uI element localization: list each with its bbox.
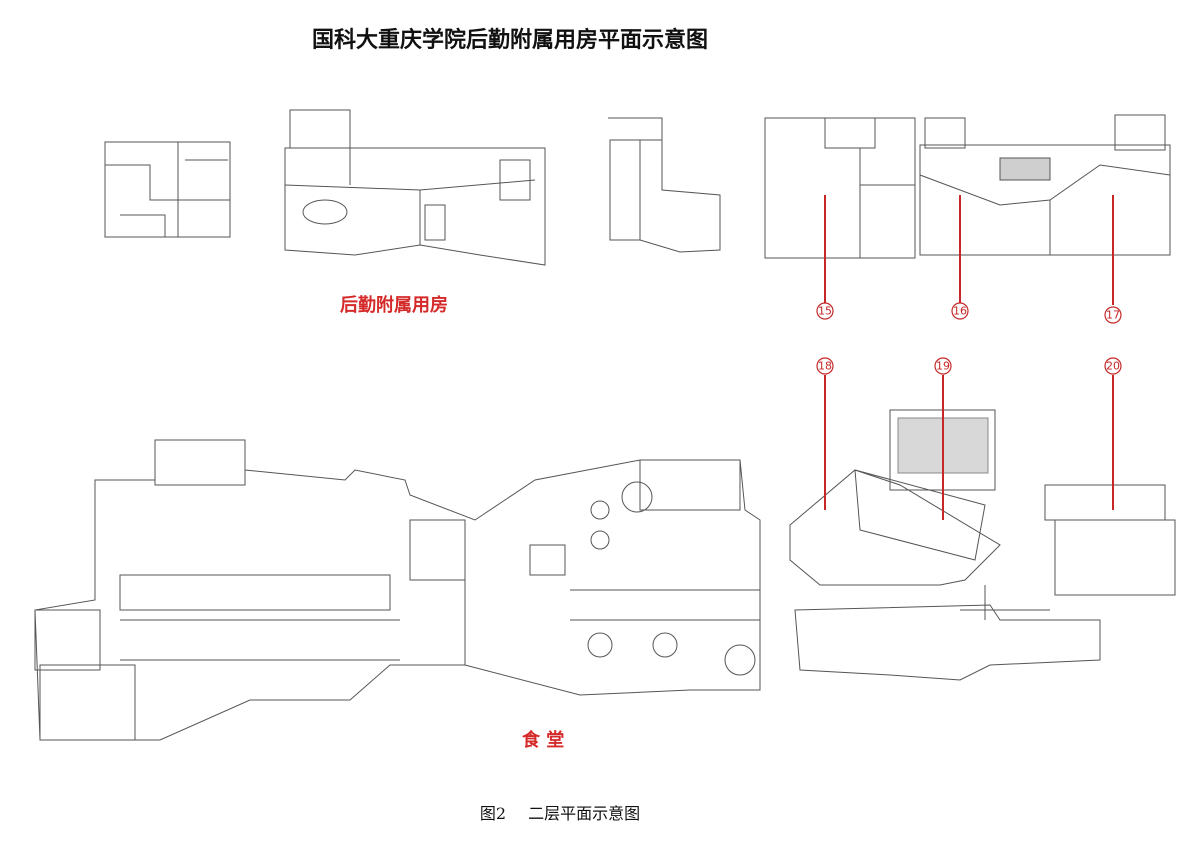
marker-16-circle <box>951 302 969 320</box>
plan-block-4 <box>764 114 1171 259</box>
marker-16: 16 <box>953 305 967 318</box>
figure-caption: 图2 二层平面示意图 <box>0 800 1120 824</box>
marker-15: 15 <box>818 305 832 318</box>
marker-19-circle <box>934 357 952 375</box>
marker-17: 17 <box>1106 309 1120 322</box>
marker-18: 18 <box>818 360 832 373</box>
marker-19: 19 <box>936 360 950 373</box>
plan-block-6 <box>789 409 1176 681</box>
marker-20: 20 <box>1106 360 1120 373</box>
diagram-title: 国科大重庆学院后勤附属用房平面示意图 <box>311 27 708 53</box>
plan-block-2 <box>284 109 546 266</box>
plan-block-5 <box>34 439 761 741</box>
marker-18-circle <box>816 357 834 375</box>
plan-block-3 <box>608 117 721 253</box>
marker-20-circle <box>1104 357 1122 375</box>
annex-label: 后勤附属用房 <box>340 295 448 316</box>
marker-17-circle <box>1104 306 1122 324</box>
figure-caption-text: 二层平面示意图 <box>528 804 641 823</box>
marker-15-circle <box>816 302 834 320</box>
canteen-label: 食 堂 <box>522 730 565 751</box>
figure-number: 图2 <box>479 804 507 823</box>
plan-block-1 <box>104 141 231 238</box>
